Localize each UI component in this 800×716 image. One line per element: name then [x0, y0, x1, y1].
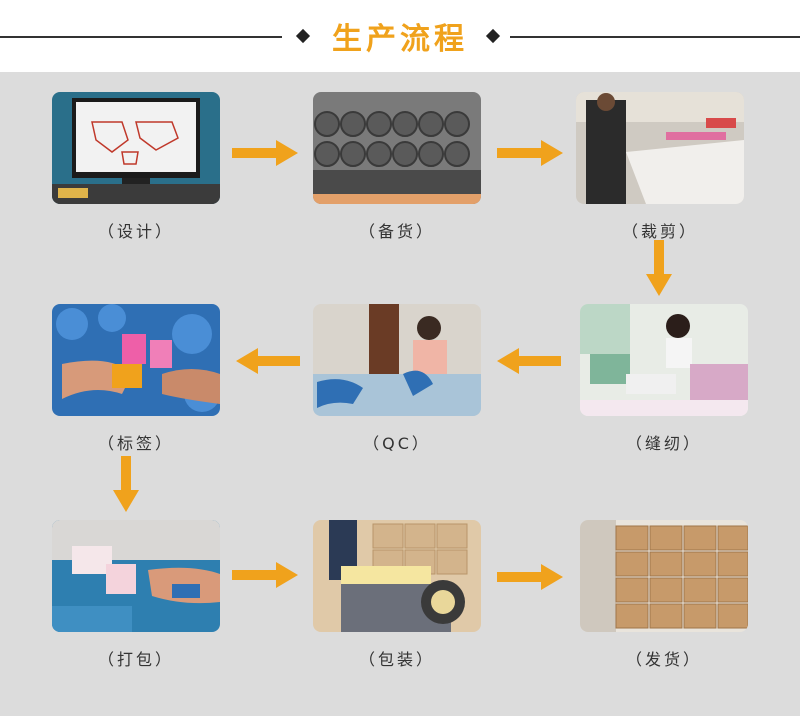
fabric-rolls-icon	[313, 92, 481, 204]
packing-photo	[313, 520, 481, 632]
step-label: （发货）	[625, 650, 702, 669]
arrow-right-icon	[232, 562, 298, 588]
step-tagging: （标签）	[52, 304, 220, 454]
step-label: （裁剪）	[621, 222, 698, 241]
step-label: （打包）	[97, 650, 174, 669]
arrow-down-icon	[646, 240, 672, 296]
qc-photo	[313, 304, 481, 416]
arrow-down-icon	[113, 456, 139, 512]
diamond-right-icon	[485, 28, 501, 44]
page-title: 生产流程	[332, 22, 468, 57]
tagging-photo	[52, 304, 220, 416]
step-qc: （QC）	[313, 304, 481, 454]
sewing-photo	[580, 304, 748, 416]
carton-boxes-icon	[580, 520, 748, 632]
step-bagging: （打包）	[52, 520, 220, 670]
step-stock: （备货）	[313, 92, 481, 242]
section-header: 生产流程	[0, 0, 800, 72]
fabric-cutting-icon	[576, 92, 744, 204]
process-panel: （设计） （备货）	[0, 72, 800, 716]
arrow-right-icon	[497, 564, 563, 590]
arrow-right-icon	[497, 140, 563, 166]
cutting-photo	[576, 92, 744, 204]
cad-design-screen-icon	[52, 92, 220, 204]
strapping-machine-icon	[313, 520, 481, 632]
arrow-left-icon	[497, 348, 561, 374]
step-design: （设计）	[52, 92, 220, 242]
bagging-photo	[52, 520, 220, 632]
tag-attaching-icon	[52, 304, 220, 416]
arrow-right-icon	[232, 140, 298, 166]
bagging-icon	[52, 520, 220, 632]
stock-photo	[313, 92, 481, 204]
step-label: （标签）	[97, 434, 174, 453]
diamond-left-icon	[295, 28, 311, 44]
step-sewing: （缝纫）	[580, 304, 748, 454]
step-label: （备货）	[358, 222, 435, 241]
step-shipping: （发货）	[580, 520, 748, 670]
header-rule-right	[510, 36, 800, 38]
step-label: （QC）	[363, 434, 431, 453]
step-packing: （包装）	[313, 520, 481, 670]
quality-check-icon	[313, 304, 481, 416]
step-label: （缝纫）	[625, 434, 702, 453]
header-rule-left	[0, 36, 282, 38]
step-label: （包装）	[358, 650, 435, 669]
step-cutting: （裁剪）	[576, 92, 744, 242]
sewing-worker-icon	[580, 304, 748, 416]
arrow-left-icon	[236, 348, 300, 374]
design-photo	[52, 92, 220, 204]
shipping-photo	[580, 520, 748, 632]
step-label: （设计）	[97, 222, 174, 241]
